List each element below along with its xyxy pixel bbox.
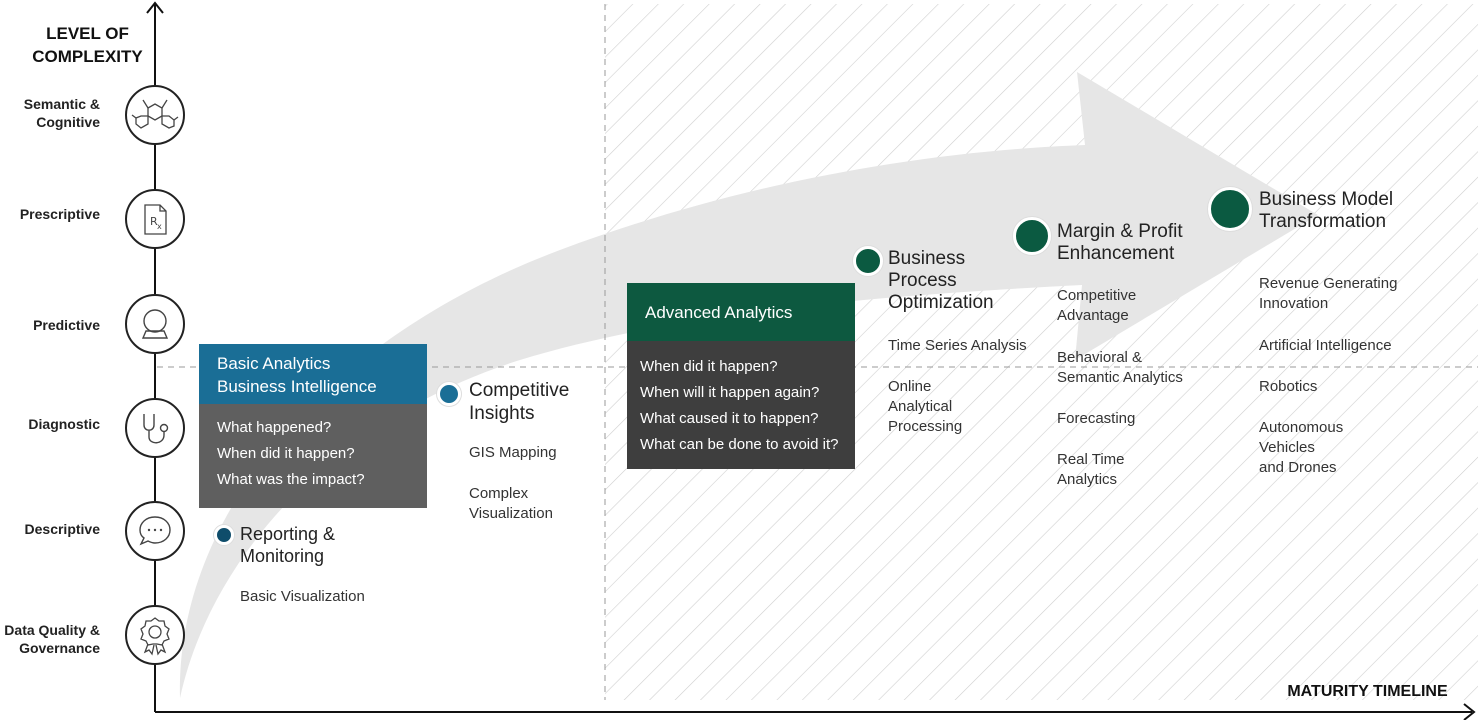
svg-text:x: x bbox=[157, 222, 162, 231]
stage-item-line: Visualization bbox=[469, 505, 553, 522]
stage-item: GIS Mapping bbox=[469, 444, 557, 461]
panel-question: What was the impact? bbox=[217, 471, 365, 488]
stage-item-line: Analytics bbox=[1057, 471, 1118, 488]
stage-item: Time Series Analysis bbox=[888, 337, 1027, 354]
stage-title-line: Business bbox=[888, 248, 966, 269]
level-label-predictive: Predictive bbox=[33, 317, 100, 333]
stage-item-line: Semantic Analytics bbox=[1057, 369, 1183, 386]
y-axis-title-line: COMPLEXITY bbox=[32, 47, 143, 66]
stage-item: Online Analytical Processing bbox=[888, 377, 962, 437]
stage-title-bmt: Business Model Transformation bbox=[1259, 189, 1393, 233]
panel-question: What can be done to avoid it? bbox=[640, 436, 839, 453]
stage-dot-bmt bbox=[1208, 187, 1252, 231]
stage-title-line: Transformation bbox=[1259, 211, 1387, 232]
level-label-line: Semantic & bbox=[23, 96, 100, 112]
level-label-prescriptive: Prescriptive bbox=[19, 206, 100, 222]
level-label-line: Cognitive bbox=[36, 114, 100, 130]
level-label-diagnostic: Diagnostic bbox=[28, 416, 100, 432]
stage-title-line: Competitive bbox=[469, 380, 570, 401]
stage-dot-reporting bbox=[214, 525, 234, 545]
x-axis-arrowhead bbox=[1463, 703, 1476, 720]
crystal-ball-icon bbox=[125, 294, 185, 354]
stage-dot-competitive bbox=[437, 382, 461, 406]
advanced-analytics-header: Advanced Analytics bbox=[627, 283, 855, 341]
stage-title-line: Optimization bbox=[888, 292, 994, 313]
stage-item-line: Autonomous bbox=[1259, 419, 1344, 436]
advanced-analytics-body: When did it happen? When will it happen … bbox=[627, 341, 855, 469]
y-axis-title-line: LEVEL OF bbox=[46, 24, 129, 43]
stage-item: Competitive Advantage bbox=[1057, 286, 1136, 326]
stage-item-line: Real Time bbox=[1057, 451, 1125, 468]
stage-item: Complex Visualization bbox=[469, 484, 553, 524]
stage-item-line: Competitive bbox=[1057, 287, 1137, 304]
level-label-descriptive: Descriptive bbox=[24, 521, 100, 537]
stage-title-line: Business Model bbox=[1259, 189, 1394, 210]
stage-item: Revenue Generating Innovation bbox=[1259, 274, 1397, 314]
panel-question: When did it happen? bbox=[640, 358, 778, 375]
panel-question: What happened? bbox=[217, 419, 332, 436]
stage-title-reporting: Reporting & Monitoring bbox=[240, 523, 335, 567]
stage-item-line: Processing bbox=[888, 418, 963, 435]
panel-question: When did it happen? bbox=[217, 445, 355, 462]
speech-bubble-icon bbox=[125, 501, 185, 561]
stage-title-line: Insights bbox=[469, 403, 535, 424]
y-axis-title: LEVEL OF COMPLEXITY bbox=[20, 22, 155, 68]
molecule-icon bbox=[125, 85, 185, 145]
stage-title-line: Margin & Profit bbox=[1057, 221, 1183, 242]
stage-item: Robotics bbox=[1259, 378, 1318, 395]
award-ribbon-icon bbox=[125, 605, 185, 665]
level-label-line: Governance bbox=[19, 640, 100, 656]
panel-question: When will it happen again? bbox=[640, 384, 820, 401]
stage-item-line: Advantage bbox=[1057, 307, 1129, 324]
stage-item-line: Vehicles bbox=[1259, 439, 1315, 456]
y-axis-arrowhead bbox=[146, 1, 164, 14]
stage-item: Real Time Analytics bbox=[1057, 450, 1125, 490]
x-axis-title: MATURITY TIMELINE bbox=[1287, 683, 1448, 700]
panel-title-line: Basic Analytics bbox=[217, 354, 331, 373]
stage-title-competitive: Competitive Insights bbox=[469, 379, 569, 425]
level-label-line: Data Quality & bbox=[4, 622, 100, 638]
stage-title-line: Process bbox=[888, 270, 957, 291]
svg-text:R: R bbox=[150, 215, 158, 228]
stage-item-line: Analytical bbox=[888, 398, 953, 415]
stage-item-line: Behavioral & bbox=[1057, 349, 1143, 366]
stage-item: Behavioral & Semantic Analytics bbox=[1057, 348, 1183, 388]
panel-question: What caused it to happen? bbox=[640, 410, 819, 427]
stage-dot-bpo bbox=[853, 246, 883, 276]
stage-item-line: Revenue Generating bbox=[1259, 275, 1398, 292]
stage-dot-margin bbox=[1013, 217, 1051, 255]
stage-title-line: Enhancement bbox=[1057, 243, 1175, 264]
level-label-semantic: Semantic & Cognitive bbox=[0, 95, 100, 131]
stage-item: Autonomous Vehicles and Drones bbox=[1259, 418, 1343, 478]
basic-analytics-header: Basic Analytics Business Intelligence bbox=[199, 344, 427, 404]
stage-title-line: Monitoring bbox=[240, 546, 325, 566]
stage-title-margin: Margin & Profit Enhancement bbox=[1057, 221, 1183, 265]
stage-title-line: Reporting & bbox=[240, 524, 336, 544]
stage-title-bpo: Business Process Optimization bbox=[888, 248, 994, 314]
stage-item: Artificial Intelligence bbox=[1259, 337, 1392, 354]
stethoscope-icon bbox=[125, 398, 185, 458]
level-label-data-quality: Data Quality & Governance bbox=[0, 621, 100, 657]
stage-item-line: Complex bbox=[469, 485, 529, 502]
stage-item-line: Online bbox=[888, 378, 932, 395]
prescription-icon: R x bbox=[125, 189, 185, 249]
stage-item-line: and Drones bbox=[1259, 459, 1337, 476]
stage-item-line: Innovation bbox=[1259, 295, 1329, 312]
stage-item: Basic Visualization bbox=[240, 588, 365, 605]
basic-analytics-body: What happened? When did it happen? What … bbox=[199, 404, 427, 508]
panel-title-line: Business Intelligence bbox=[217, 377, 377, 396]
stage-item: Forecasting bbox=[1057, 410, 1136, 427]
